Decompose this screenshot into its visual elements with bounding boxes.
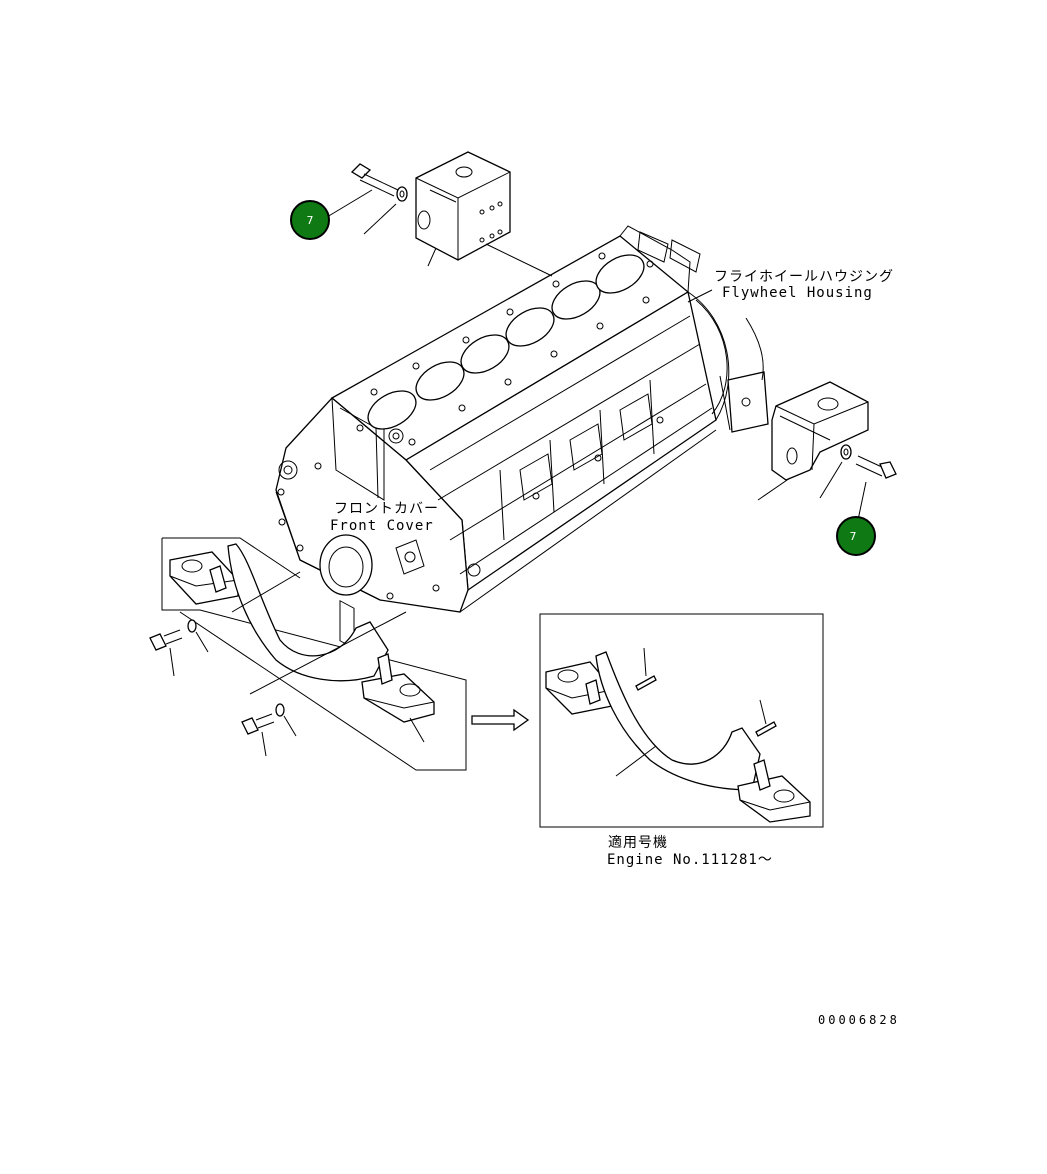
callout-number: 7: [850, 530, 857, 543]
front-cover-label-jp: フロントカバー: [334, 501, 439, 517]
rear-engine-mount-upper: [321, 151, 553, 277]
flywheel-housing-label-en: Flywheel Housing: [722, 285, 873, 301]
callout-badge-7-upper[interactable]: 7: [290, 200, 330, 240]
callout-number: 7: [307, 214, 314, 227]
drawing-number: 00006828: [818, 1013, 900, 1027]
detail-inset: [539, 613, 824, 828]
front-cover-label-en: Front Cover: [330, 518, 434, 534]
engine-number-label: Engine No.111281～: [607, 852, 773, 868]
callout-badge-7-right[interactable]: 7: [836, 516, 876, 556]
applicable-serial-label-jp: 適用号機: [608, 834, 668, 851]
arrow-icon: [471, 708, 530, 732]
rear-engine-mount-right: [719, 317, 897, 521]
engine-block: [275, 225, 730, 649]
flywheel-housing-label-jp: フライホイールハウジング: [714, 269, 894, 285]
front-engine-mount: [149, 537, 467, 771]
